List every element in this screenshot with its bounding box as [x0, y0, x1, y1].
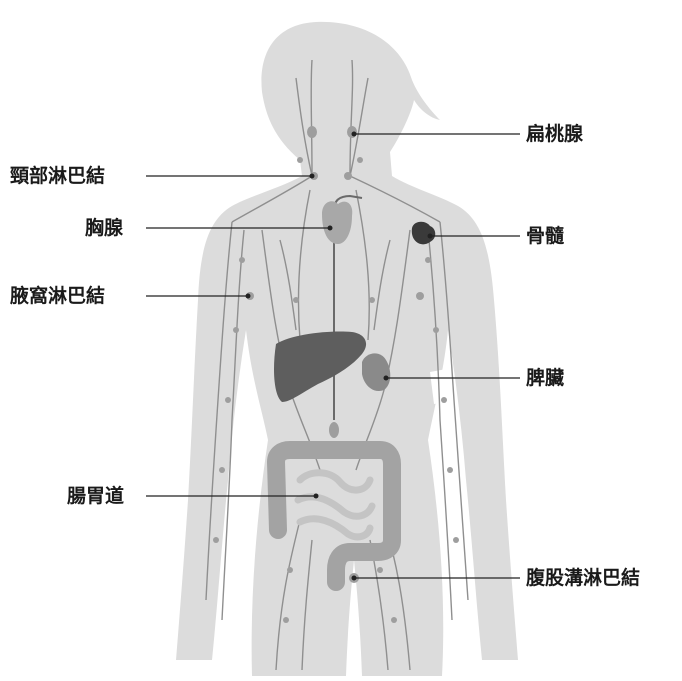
label-inguinal-nodes: 腹股溝淋巴結	[526, 567, 640, 589]
label-axillary-nodes: 腋窩淋巴結	[10, 285, 105, 307]
label-gut: 腸胃道	[67, 485, 124, 507]
label-thymus: 胸腺	[85, 217, 123, 239]
label-bone-marrow: 骨髓	[526, 225, 564, 247]
label-spleen: 脾臟	[526, 367, 564, 389]
label-tonsils: 扁桃腺	[526, 123, 583, 145]
cisterna-chyli	[329, 422, 339, 438]
label-cervical-nodes: 頸部淋巴結	[10, 165, 105, 187]
